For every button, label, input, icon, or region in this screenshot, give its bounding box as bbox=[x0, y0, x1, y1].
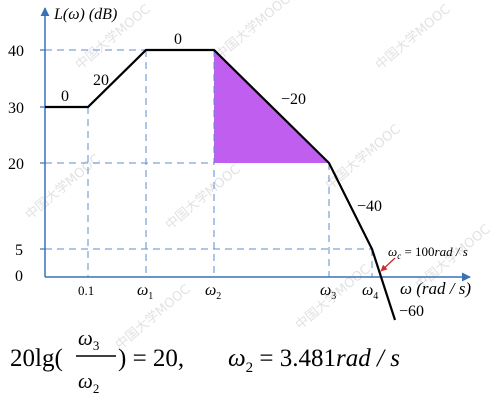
slope-label-0-left: 0 bbox=[61, 88, 69, 105]
x-tick-label-omega4: ω4 bbox=[362, 282, 378, 302]
y-tick-label-5: 5 bbox=[15, 242, 23, 259]
watermark: 中国大学MOOC bbox=[212, 0, 293, 63]
svg-text:) = 20,: ) = 20, bbox=[118, 345, 184, 372]
slope-label-minus-40: −40 bbox=[357, 198, 382, 215]
omega-c-arrow bbox=[380, 257, 396, 272]
x-tick-label-0-1: 0.1 bbox=[78, 283, 94, 298]
svg-text:ω2 = 3.481rad / s: ω2 = 3.481rad / s bbox=[228, 345, 400, 376]
watermark: 中国大学MOOC bbox=[22, 151, 103, 223]
omega-c-annotation: ωc = 100rad / s bbox=[388, 244, 468, 261]
svg-text:ω2: ω2 bbox=[78, 369, 99, 396]
y-tick-label-0: 0 bbox=[15, 268, 23, 285]
x-tick-label-omega1: ω1 bbox=[137, 282, 153, 302]
y-tick-label-40: 40 bbox=[8, 43, 24, 60]
equation: 20lg( ω3 ω2 ) = 20, ω2 = 3.481rad / s bbox=[10, 326, 400, 396]
guide-lines bbox=[45, 49, 373, 277]
svg-text:20lg(: 20lg( bbox=[10, 345, 63, 372]
svg-text:ω3: ω3 bbox=[78, 326, 99, 353]
y-tick-marks bbox=[40, 49, 45, 250]
slope-label-minus-20: −20 bbox=[281, 91, 306, 108]
slope-label-20: 20 bbox=[93, 72, 109, 89]
slope-label-0-top: 0 bbox=[174, 31, 182, 48]
y-tick-label-30: 30 bbox=[8, 100, 24, 117]
watermark: 中国大学MOOC bbox=[162, 161, 243, 233]
magnitude-curve bbox=[45, 48, 397, 321]
slope-label-minus-60: −60 bbox=[399, 303, 424, 320]
x-tick-label-omega2: ω2 bbox=[205, 282, 221, 302]
watermark: 中国大学MOOC bbox=[322, 121, 403, 193]
x-axis-label: ω (rad / s) bbox=[400, 279, 471, 298]
watermark-layer: 中国大学MOOC 中国大学MOOC 中国大学MOOC 中国大学MOOC 中国大学… bbox=[22, 0, 491, 353]
y-axis-label: L(ω) (dB) bbox=[53, 6, 117, 23]
watermark: 中国大学MOOC bbox=[372, 1, 453, 73]
y-tick-label-20: 20 bbox=[8, 156, 24, 173]
